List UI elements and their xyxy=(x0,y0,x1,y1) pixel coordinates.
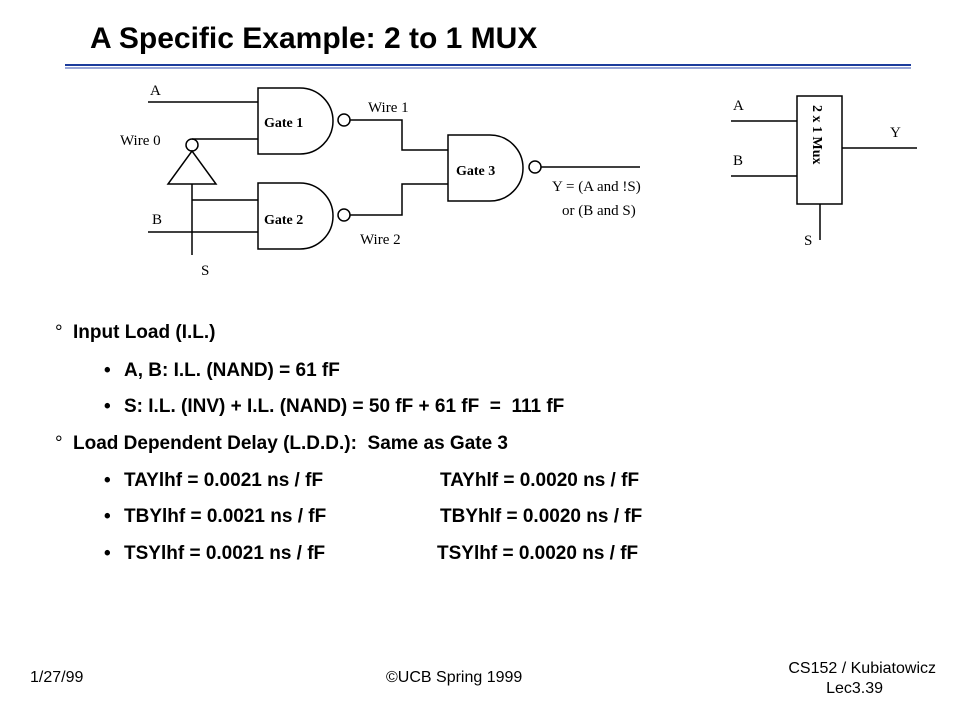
label-s: S xyxy=(201,263,209,279)
inverter xyxy=(166,149,218,185)
list-item-text: TBYlhf = 0.0021 ns / fF xyxy=(124,506,327,527)
list-item-right: TAYhlf = 0.0020 ns / fF xyxy=(440,470,640,491)
footer-date: 1/27/99 xyxy=(30,669,84,686)
mux-circuit-diagram: A Wire 0 B S Wire 1 Wire 2 Y = (A and !S… xyxy=(120,83,917,279)
heading-marker: ° xyxy=(55,322,63,343)
mux-label-s: S xyxy=(804,233,812,249)
gate-2-bubble xyxy=(337,208,351,222)
bullet-dot: • xyxy=(104,396,111,417)
label-gate-1: Gate 1 xyxy=(264,116,303,131)
heading-text: Input Load (I.L.) xyxy=(73,322,216,343)
label-wire-1: Wire 1 xyxy=(368,100,409,116)
inverter-bubble xyxy=(185,138,199,152)
list-item: • S: I.L. (INV) + I.L. (NAND) = 50 fF + 6… xyxy=(104,396,564,418)
gate-2-nand xyxy=(257,182,334,250)
wire-1 xyxy=(350,119,448,151)
gate-3-nand xyxy=(447,134,524,202)
label-a: A xyxy=(150,83,161,99)
list-item: • TSYlhf = 0.0021 ns / fF xyxy=(104,543,325,565)
gate-1-bubble xyxy=(337,113,351,127)
list-item-text: S: I.L. (INV) + I.L. (NAND) = 50 fF + 61… xyxy=(124,396,565,417)
mux-label-b: B xyxy=(733,153,743,169)
bullet-dot: • xyxy=(104,543,111,564)
title-underline-shadow xyxy=(65,67,911,69)
heading-delay: ° Load Dependent Delay (L.D.D.): Same as … xyxy=(55,433,508,455)
list-item-right: TBYhlf = 0.0020 ns / fF xyxy=(440,506,643,527)
bullet-dot: • xyxy=(104,506,111,527)
mux-label-y: Y xyxy=(890,125,901,141)
label-output-1: Y = (A and !S) xyxy=(552,179,641,195)
mux-label-a: A xyxy=(733,98,744,114)
label-output-2: or (B and S) xyxy=(562,203,636,219)
label-wire-0: Wire 0 xyxy=(120,133,161,149)
heading-marker: ° xyxy=(55,433,63,454)
list-item: • A, B: I.L. (NAND) = 61 fF xyxy=(104,360,340,382)
label-gate-2: Gate 2 xyxy=(264,213,303,228)
label-b: B xyxy=(152,212,162,228)
bullet-dot: • xyxy=(104,470,111,491)
bullet-dot: • xyxy=(104,360,111,381)
label-gate-3: Gate 3 xyxy=(456,164,495,179)
list-item-right: TSYlhf = 0.0020 ns / fF xyxy=(437,543,639,564)
mux-box-label: 2 x 1 Mux xyxy=(809,105,824,165)
gate-1-nand xyxy=(257,87,334,155)
list-item: • TAYlhf = 0.0021 ns / fF xyxy=(104,470,323,492)
heading-text: Load Dependent Delay (L.D.D.): Same as G… xyxy=(73,433,508,454)
gate-3-bubble xyxy=(528,160,542,174)
footer-copyright: ©UCB Spring 1999 xyxy=(386,669,523,686)
footer-slide-number: Lec3.39 xyxy=(826,680,883,697)
footer-course: CS152 / Kubiatowicz xyxy=(788,660,936,677)
list-item-text: TSYlhf = 0.0021 ns / fF xyxy=(124,543,326,564)
slide-title: A Specific Example: 2 to 1 MUX xyxy=(90,22,538,55)
wire-2 xyxy=(350,183,448,216)
label-wire-2: Wire 2 xyxy=(360,232,401,248)
list-item-text: TAYlhf = 0.0021 ns / fF xyxy=(124,470,324,491)
heading-input-load: ° Input Load (I.L.) xyxy=(55,322,215,344)
list-item-text: A, B: I.L. (NAND) = 61 fF xyxy=(124,360,340,381)
title-underline xyxy=(65,64,911,66)
list-item: • TBYlhf = 0.0021 ns / fF xyxy=(104,506,326,528)
